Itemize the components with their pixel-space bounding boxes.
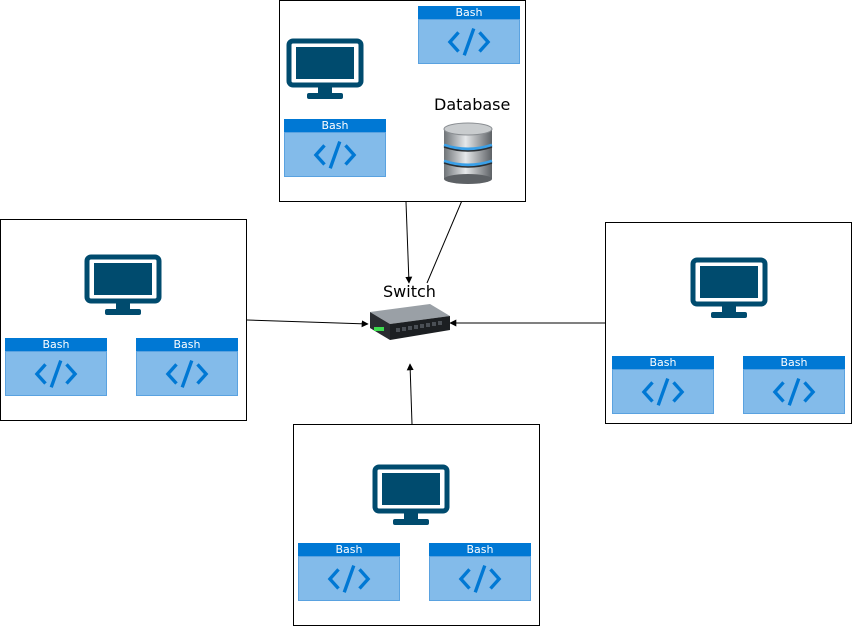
arrow-bottom-host-to-switch <box>406 363 414 425</box>
monitor-icon <box>84 254 162 318</box>
bash-window[interactable]: Bash <box>612 356 714 414</box>
bash-title: Bash <box>136 338 238 351</box>
network-switch-icon <box>366 300 452 346</box>
bash-window[interactable]: Bash <box>429 543 531 601</box>
code-icon <box>165 360 209 388</box>
arrow-top-host-to-switch <box>405 201 413 284</box>
bash-window[interactable]: Bash <box>743 356 845 414</box>
bash-title: Bash <box>284 119 386 132</box>
bash-title: Bash <box>612 356 714 369</box>
switch-label: Switch <box>383 282 436 301</box>
code-icon <box>447 28 491 56</box>
monitor-icon <box>690 257 768 321</box>
bash-window[interactable]: Bash <box>5 338 107 396</box>
code-icon <box>641 378 685 406</box>
bash-title: Bash <box>5 338 107 351</box>
bash-title: Bash <box>298 543 400 556</box>
bash-window[interactable]: Bash <box>136 338 238 396</box>
code-icon <box>34 360 78 388</box>
database-icon <box>440 121 496 185</box>
code-icon <box>327 565 371 593</box>
bash-window[interactable]: Bash <box>284 119 386 177</box>
code-icon <box>313 141 357 169</box>
bash-window[interactable]: Bash <box>298 543 400 601</box>
bash-title: Bash <box>429 543 531 556</box>
code-icon <box>458 565 502 593</box>
monitor-icon <box>372 464 450 528</box>
bash-title: Bash <box>743 356 845 369</box>
bash-window[interactable]: Bash <box>418 6 520 64</box>
bash-title: Bash <box>418 6 520 19</box>
database-label: Database <box>434 95 511 114</box>
arrow-left-host-to-switch <box>246 319 369 328</box>
monitor-icon <box>286 38 364 102</box>
code-icon <box>772 378 816 406</box>
